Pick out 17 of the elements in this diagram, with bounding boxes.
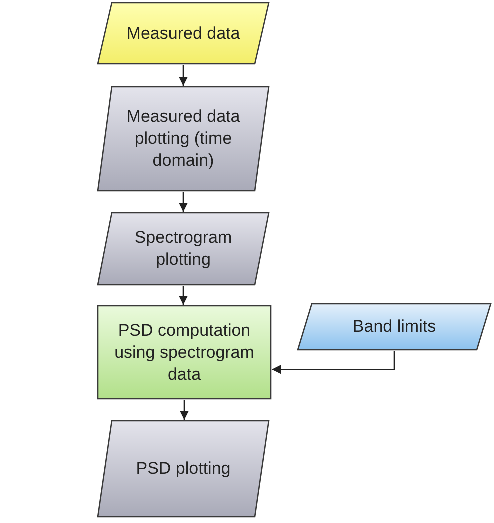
node-label: Spectrogram plotting bbox=[134, 227, 234, 271]
node-label: Measured data bbox=[126, 22, 242, 44]
node-label: Band limits bbox=[352, 316, 438, 338]
data-parallelogram bbox=[297, 303, 492, 351]
arrow bbox=[180, 400, 190, 420]
node-label: Measured data plotting (time domain) bbox=[126, 106, 242, 172]
node-label: PSD computation using spectrogram data bbox=[114, 320, 256, 386]
arrow bbox=[178, 192, 188, 212]
data-parallelogram bbox=[97, 86, 270, 192]
data-parallelogram bbox=[97, 420, 270, 518]
arrow bbox=[178, 65, 188, 86]
process-box bbox=[97, 305, 272, 400]
data-parallelogram bbox=[97, 2, 270, 65]
arrow bbox=[272, 351, 396, 374]
node-label: PSD plotting bbox=[135, 458, 232, 480]
arrow bbox=[178, 286, 188, 305]
data-parallelogram bbox=[97, 212, 270, 286]
